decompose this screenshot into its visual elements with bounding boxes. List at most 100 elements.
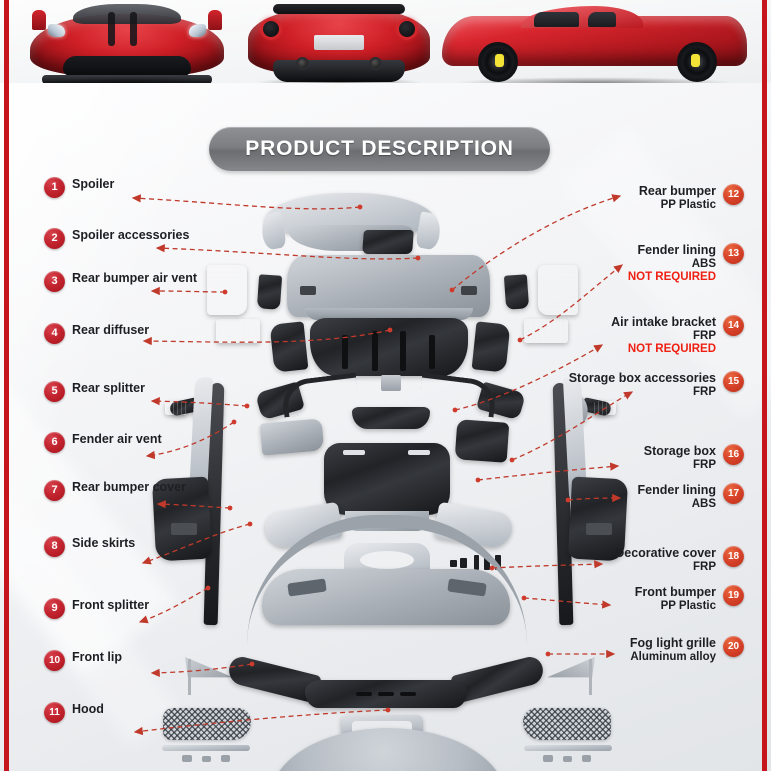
part-bolt-right-1 <box>543 755 553 762</box>
callout-material: FRP <box>693 329 716 342</box>
callout-19[interactable]: Front bumper PP Plastic 19 <box>635 585 744 613</box>
callout-name: Rear bumper air vent <box>72 271 198 285</box>
part-storage-box-accessory-left <box>165 401 187 415</box>
callout-material: FRP <box>693 458 716 471</box>
callout-4[interactable]: 4 Rear diffuser <box>44 323 149 344</box>
part-vent-grille-right <box>524 319 568 343</box>
part-spoiler-accessories <box>362 230 414 254</box>
callout-12[interactable]: Rear bumper PP Plastic 12 <box>639 184 744 212</box>
callout-14[interactable]: Air intake bracket FRP NOT REQUIRED 14 <box>611 315 744 357</box>
callout-17[interactable]: Fender lining ABS 17 <box>638 483 744 511</box>
callout-13[interactable]: Fender lining ABS NOT REQUIRED 13 <box>628 243 744 285</box>
callout-6[interactable]: 6 Fender air vent <box>44 432 162 453</box>
callout-badge: 8 <box>44 536 65 557</box>
right-red-rule <box>762 83 767 771</box>
callout-18[interactable]: Decorative cover FRP 18 <box>615 546 744 574</box>
callout-name: Storage box <box>643 444 716 458</box>
part-storage-box-accessory-right <box>594 401 616 415</box>
callout-name: Front lip <box>72 650 122 664</box>
part-front-bumper <box>262 569 510 625</box>
callout-name: Fender air vent <box>72 432 162 446</box>
page-title: PRODUCT DESCRIPTION <box>209 127 550 171</box>
callout-name: Spoiler <box>72 177 115 191</box>
callout-2[interactable]: 2 Spoiler accessories <box>44 228 189 249</box>
part-centre-chin-spoiler <box>352 407 430 429</box>
callout-name: Rear bumper <box>638 184 716 198</box>
callout-name: Fender lining <box>637 243 716 257</box>
part-mounting-rail-right <box>524 745 612 751</box>
part-air-duct-right <box>503 274 530 310</box>
callout-name: Rear splitter <box>72 381 145 395</box>
part-bumper-tray-left <box>259 418 325 456</box>
part-storage-box <box>324 443 450 515</box>
callout-badge: 15 <box>723 371 744 392</box>
callout-badge: 20 <box>723 636 744 657</box>
side-view-photo <box>432 0 757 88</box>
part-air-duct-left <box>256 274 283 310</box>
callout-badge: 12 <box>723 184 744 205</box>
callout-material: FRP <box>693 560 716 573</box>
page-title-text: PRODUCT DESCRIPTION <box>245 137 514 160</box>
callout-badge: 19 <box>723 585 744 606</box>
part-front-splitter-canard-left <box>185 656 233 678</box>
callout-name: Air intake bracket <box>611 315 716 329</box>
left-red-rule <box>4 83 9 771</box>
part-rear-diffuser-fin-1 <box>342 335 348 369</box>
callout-10[interactable]: 10 Front lip <box>44 650 122 671</box>
hero-left-red-rule <box>4 0 9 88</box>
part-front-lip-slot-3 <box>400 692 416 696</box>
callout-7[interactable]: 7 Rear bumper cover <box>44 480 186 501</box>
callout-1[interactable]: 1 Spoiler <box>44 177 114 198</box>
callout-badge: 14 <box>723 315 744 336</box>
callout-name: Spoiler accessories <box>72 228 190 242</box>
callout-badge: 11 <box>44 702 65 723</box>
callout-11[interactable]: 11 Hood <box>44 702 104 723</box>
part-rear-diffuser-fin-3 <box>400 331 406 371</box>
callout-16[interactable]: Storage box FRP 16 <box>644 444 744 472</box>
callout-material: Aluminum alloy <box>630 650 716 663</box>
callout-name: Hood <box>72 702 104 716</box>
part-hood <box>270 728 506 771</box>
part-fog-light-grille-left <box>163 708 251 740</box>
callout-15[interactable]: Storage box accessories FRP 15 <box>569 371 744 399</box>
callout-9[interactable]: 9 Front splitter <box>44 598 149 619</box>
callout-badge: 13 <box>723 243 744 264</box>
callout-20[interactable]: Fog light grille Aluminum alloy 20 <box>630 636 744 664</box>
part-rear-bumper-air-vent-right <box>538 265 578 315</box>
part-front-bumper-centre-opening <box>360 551 414 569</box>
callout-5[interactable]: 5 Rear splitter <box>44 381 145 402</box>
callout-name: Fog light grille <box>629 636 716 650</box>
callout-badge: 4 <box>44 323 65 344</box>
part-bolt-right-3 <box>582 755 591 762</box>
hero-right-red-rule <box>762 0 767 88</box>
callout-name: Storage box accessories <box>568 371 716 385</box>
part-fog-light-grille-right <box>523 708 611 740</box>
part-diffuser-side-trim-left <box>269 321 309 373</box>
callout-name: Rear diffuser <box>72 323 150 337</box>
part-bolt-right-2 <box>563 756 572 762</box>
rear-view-photo <box>236 0 442 88</box>
front-view-photo <box>14 0 240 88</box>
part-bumper-tray-right <box>454 419 510 463</box>
part-rear-diffuser-fin-4 <box>429 335 435 369</box>
part-fender-lining-label-left <box>171 523 197 535</box>
callout-note: NOT REQUIRED <box>627 271 716 284</box>
part-carbon-arm-right <box>418 372 498 418</box>
callout-name: Fender lining <box>637 483 716 497</box>
part-front-lip-slot-1 <box>356 692 372 696</box>
callout-badge: 5 <box>44 381 65 402</box>
callout-material: PP Plastic <box>660 599 716 612</box>
callout-badge: 17 <box>723 483 744 504</box>
callout-3[interactable]: 3 Rear bumper air vent <box>44 271 197 292</box>
part-bolt-left-2 <box>202 756 211 762</box>
callout-material: ABS <box>691 257 716 270</box>
callout-8[interactable]: 8 Side skirts <box>44 536 135 557</box>
part-spoiler-endplate-right <box>415 211 443 251</box>
callout-name: Front splitter <box>72 598 150 612</box>
callout-note: NOT REQUIRED <box>627 343 716 356</box>
part-storage-box-clip-right <box>408 450 430 455</box>
callout-badge: 16 <box>723 444 744 465</box>
callout-badge: 2 <box>44 228 65 249</box>
callout-badge: 3 <box>44 271 65 292</box>
